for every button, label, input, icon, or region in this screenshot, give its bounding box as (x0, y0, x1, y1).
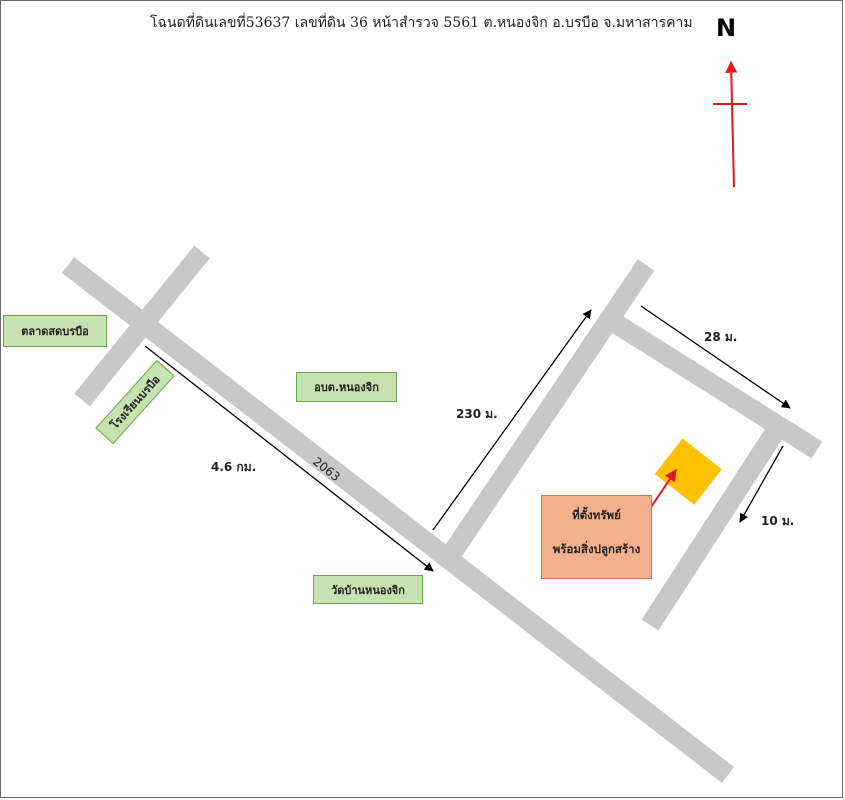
distance-depth: 10 ม. (761, 514, 795, 528)
cross-road-market (74, 245, 210, 407)
north-label: N (716, 14, 737, 42)
main-road-2063 (61, 257, 735, 783)
distance-arrows (144, 305, 791, 572)
landmark-temple: วัดบ้านหนองจิก (313, 575, 423, 604)
roads (61, 245, 823, 783)
distance-frontage: 28 ม. (704, 330, 738, 344)
deed-title: โฉนดที่ดินเลขที่53637 เลขที่ดิน 36 หน้าส… (150, 15, 693, 31)
compass-icon (713, 60, 747, 188)
distance-side-road: 230 ม. (456, 407, 498, 421)
property-building (654, 438, 722, 505)
arrow-side-road (432, 309, 592, 531)
arrow-to-temple (144, 345, 434, 572)
property-location-box: ที่ตั้งทรัพย์ พร้อมสิ่งปลูกสร้าง (541, 495, 652, 579)
distance-to-temple: 4.6 กม. (211, 460, 257, 474)
property-label-line2: พร้อมสิ่งปลูกสร้าง (552, 542, 641, 556)
frontage-road (601, 309, 823, 459)
property-lane (641, 426, 784, 631)
arrow-frontage (640, 305, 791, 409)
property-label-line1: ที่ตั้งทรัพย์ (572, 508, 621, 522)
arrow-depth (739, 445, 784, 523)
landmark-market: ตลาดสดบรบือ (3, 315, 107, 347)
landmark-sao: อบต.หนองจิก (296, 372, 397, 402)
